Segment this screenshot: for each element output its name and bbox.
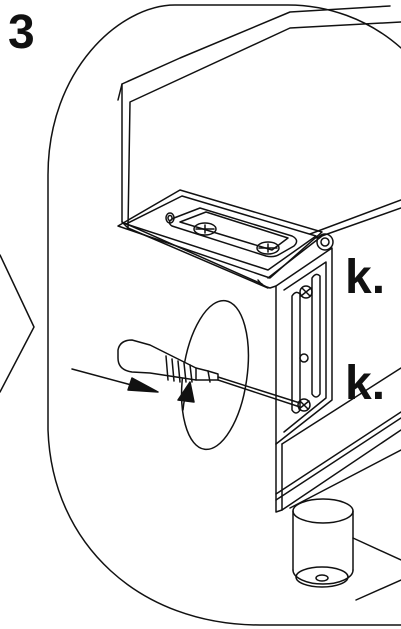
screw-label-top: k.	[345, 251, 386, 304]
cabinet-foot	[292, 498, 401, 588]
previous-step-chevron	[0, 254, 35, 393]
cabinet-side-panel	[275, 367, 401, 513]
step-number: 3	[8, 6, 35, 59]
screwdriver	[117, 339, 301, 408]
angle-bracket-top-flange	[117, 189, 323, 279]
bracket-hinge	[257, 233, 334, 445]
detail-frame	[47, 4, 401, 626]
rotate-arrow	[177, 381, 195, 411]
push-arrow	[71, 368, 159, 393]
floor-line	[355, 579, 401, 601]
angle-bracket-side-flange	[275, 247, 333, 445]
screw-label-bottom: k.	[345, 357, 386, 410]
